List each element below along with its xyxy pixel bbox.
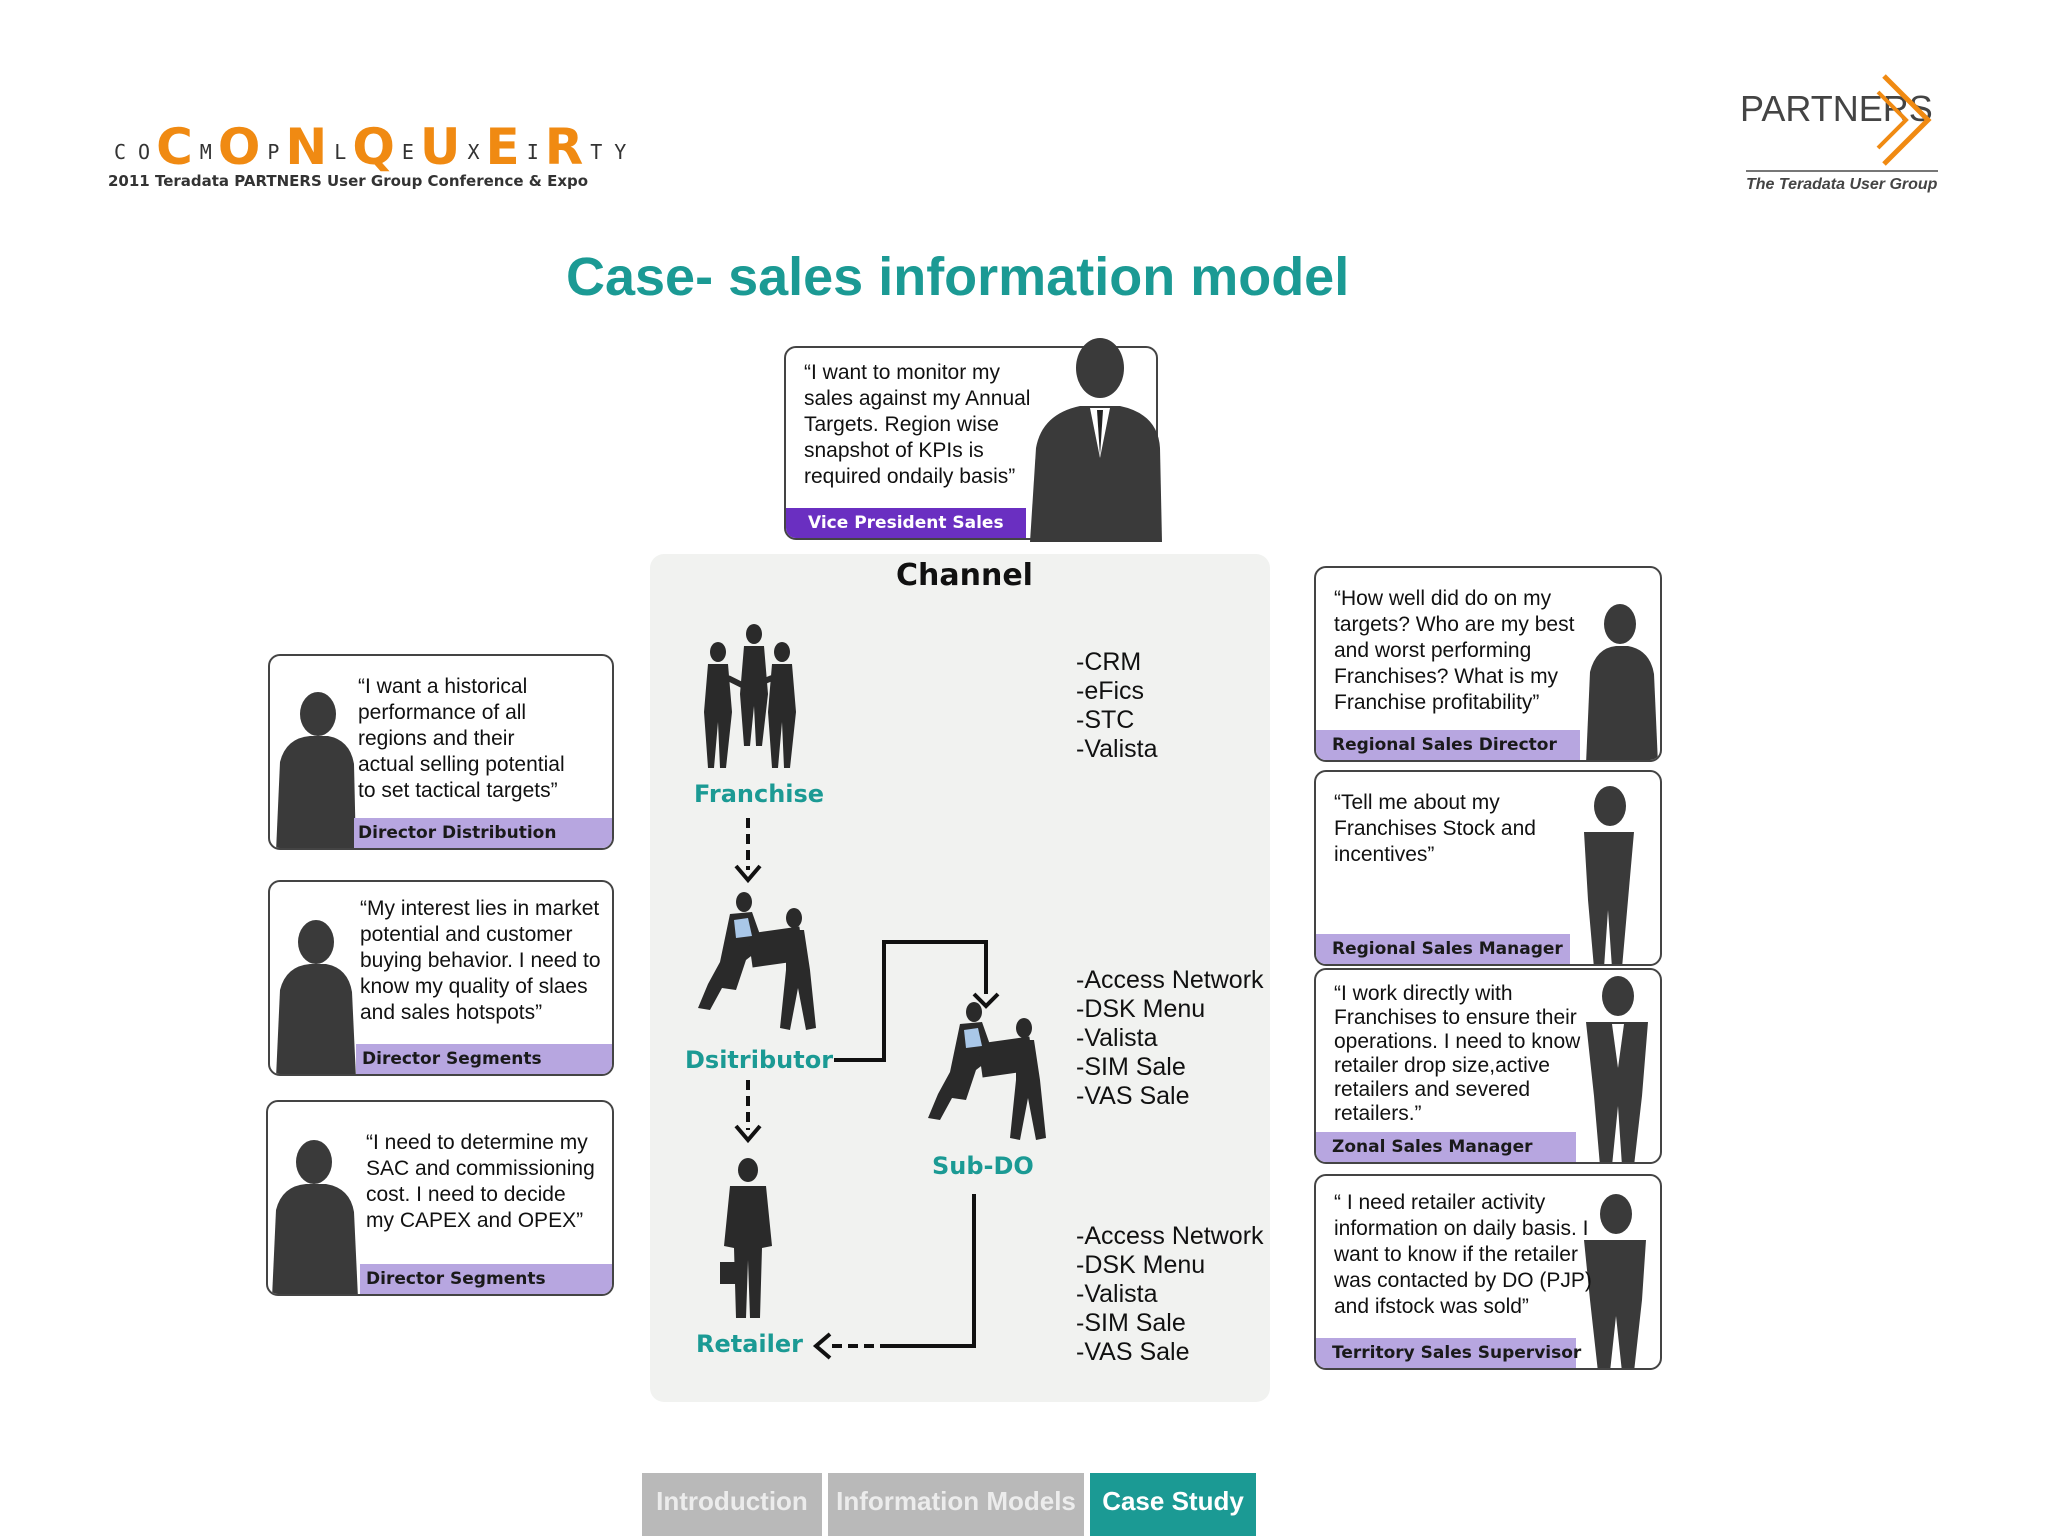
vp-sales-quote: “I want to monitor my sales against my A… <box>804 361 1031 488</box>
subdo-label: Sub-DO <box>932 1152 1034 1180</box>
conquer-logo-letter: N <box>285 118 329 176</box>
channel-flow-arrows <box>734 818 1000 1360</box>
conquer-logo-letter: L <box>334 140 347 164</box>
conquer-logo-letter: R <box>544 118 585 176</box>
retailer-businessman-icon <box>720 1158 772 1318</box>
partners-tagline: The Teradata User Group <box>1746 176 1938 193</box>
channel-title: Channel <box>896 558 1033 593</box>
director-distribution-quote: “I want a historical performance of all … <box>358 675 565 802</box>
businesswoman-silhouette-icon <box>276 920 356 1074</box>
businessman-silhouette-icon <box>276 692 356 848</box>
conquer-logo-letter: U <box>419 118 462 176</box>
conquer-logo-letter: C <box>114 140 127 164</box>
territory-sales-supervisor-role: Territory Sales Supervisor <box>1316 1338 1581 1368</box>
conquer-logo-letter: O <box>138 140 151 164</box>
director-segments-card: “My interest lies in market potential an… <box>268 880 614 1076</box>
businessman-silhouette-icon <box>1030 338 1162 542</box>
regional-sales-manager-card: “Tell me about my Franchises Stock and i… <box>1314 770 1662 966</box>
subdo-movers-icon <box>928 1002 1046 1140</box>
businesswoman-silhouette-icon <box>1586 976 1648 1162</box>
director-segments-role: Director Segments <box>356 1044 612 1074</box>
conquer-logo-letter: C <box>156 118 194 176</box>
partners-divider <box>1746 170 1938 172</box>
vp-sales-role: Vice President Sales <box>786 508 1026 538</box>
conquer-logo-letter: E <box>401 140 414 164</box>
franchise-handshake-icon <box>704 624 796 768</box>
regional-sales-director-role: Regional Sales Director <box>1316 730 1580 760</box>
distributor-systems-list: -Access Network -DSK Menu -Valista -SIM … <box>1076 966 1264 1110</box>
distributor-movers-icon <box>698 892 816 1030</box>
regional-sales-director-card: “How well did do on my targets? Who are … <box>1314 566 1662 762</box>
director-segments-role-2: Director Segments <box>360 1264 612 1294</box>
director-segments-card-2: “I need to determine my SAC and commissi… <box>266 1100 614 1296</box>
businessman-silhouette-icon <box>1586 604 1658 760</box>
conquer-logo-letter: P <box>267 140 280 164</box>
territory-sales-supervisor-quote: “ I need retailer activity information o… <box>1334 1191 1592 1318</box>
director-segments-quote: “My interest lies in market potential an… <box>360 897 601 1024</box>
tab-information-models[interactable]: Information Models <box>828 1473 1084 1536</box>
conquer-logo-letter: E <box>485 118 521 176</box>
retailer-label: Retailer <box>696 1330 803 1358</box>
distributor-label: Dsitributor <box>685 1046 834 1074</box>
tab-case-study[interactable]: Case Study <box>1090 1473 1256 1536</box>
retailer-systems-list: -Access Network -DSK Menu -Valista -SIM … <box>1076 1222 1264 1366</box>
tab-introduction[interactable]: Introduction <box>642 1473 822 1536</box>
director-distribution-role: Director Distribution <box>354 818 612 848</box>
businessman-silhouette-icon <box>272 1140 358 1294</box>
conquer-logo-letter: Q <box>352 118 396 176</box>
businessman-silhouette-icon <box>1584 1194 1646 1368</box>
conquer-logo-letter: T <box>590 140 603 164</box>
zonal-sales-manager-card: “I work directly with Franchises to ensu… <box>1314 968 1662 1164</box>
franchise-systems-list: -CRM -eFics -STC -Valista <box>1076 648 1158 763</box>
conquer-subtitle: 2011 Teradata PARTNERS User Group Confer… <box>108 172 589 190</box>
slide-title: Case- sales information model <box>566 247 1350 307</box>
regional-sales-manager-role: Regional Sales Manager <box>1316 934 1570 964</box>
zonal-sales-manager-quote: “I work directly with Franchises to ensu… <box>1334 982 1581 1125</box>
partners-chevron-icon <box>1876 74 1932 166</box>
conquer-logo-letter: Y <box>614 140 627 164</box>
zonal-sales-manager-role: Zonal Sales Manager <box>1316 1132 1576 1162</box>
businesswoman-silhouette-icon <box>1584 786 1634 964</box>
conquer-logo-letter: I <box>526 140 539 164</box>
director-distribution-card: “I want a historical performance of all … <box>268 654 614 850</box>
conquer-logo-letter: M <box>199 140 212 164</box>
conquer-logo-letter: X <box>467 140 480 164</box>
territory-sales-supervisor-card: “ I need retailer activity information o… <box>1314 1174 1662 1370</box>
regional-sales-manager-quote: “Tell me about my Franchises Stock and i… <box>1334 791 1536 866</box>
conquer-logo-letter: O <box>217 118 262 176</box>
director-segments-quote-2: “I need to determine my SAC and commissi… <box>366 1131 595 1232</box>
regional-sales-director-quote: “How well did do on my targets? Who are … <box>1334 587 1575 714</box>
franchise-label: Franchise <box>694 780 825 808</box>
